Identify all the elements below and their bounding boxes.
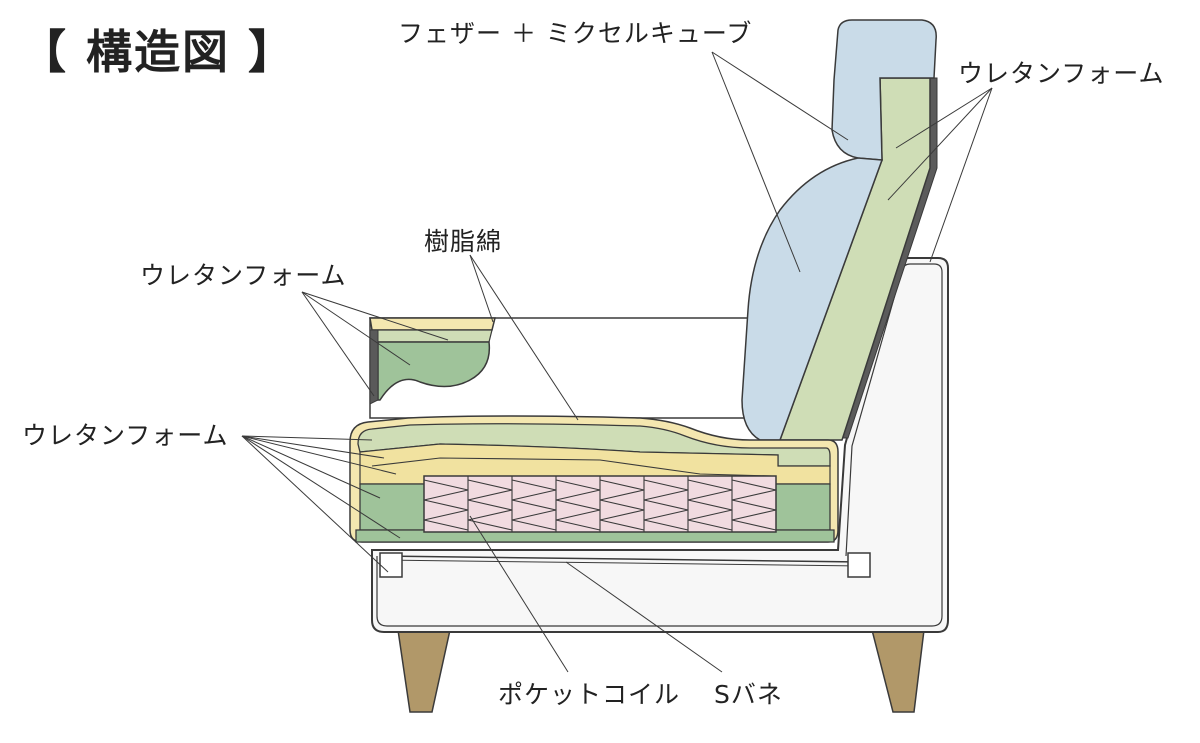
rear-leg <box>871 629 925 713</box>
s-spring-line2 <box>379 559 863 567</box>
frame-inner-line <box>376 263 943 627</box>
seat-yellow-inner-line <box>371 457 773 477</box>
label-arm-urethane: ウレタンフォーム <box>140 261 347 290</box>
back-cushion <box>741 157 884 441</box>
label-pocket-coil: ポケットコイル <box>498 680 681 709</box>
s-spring-clip-front <box>379 552 403 578</box>
s-spring <box>379 555 863 563</box>
armrest-resin-cotton <box>369 317 496 331</box>
label-s-spring: Sバネ <box>714 680 783 709</box>
label-seat-urethane: ウレタンフォーム <box>22 421 229 450</box>
label-back-urethane: ウレタンフォーム <box>958 59 1165 88</box>
label-feather-mixcel-cube: フェザー ＋ ミクセルキューブ <box>398 19 753 48</box>
front-leg <box>397 629 451 713</box>
leader-lines <box>241 51 993 673</box>
armrest-urethane-light <box>371 329 493 343</box>
headrest-cushion <box>831 19 937 161</box>
armrest-dark-edge <box>369 329 379 405</box>
pocket-coil-cells <box>423 476 777 532</box>
diagram-title: 【 構造図 】 <box>20 25 297 79</box>
armrest-urethane-core <box>377 341 491 401</box>
label-resin-cotton: 樹脂綿 <box>424 227 503 256</box>
s-spring-clip-rear <box>847 552 871 578</box>
